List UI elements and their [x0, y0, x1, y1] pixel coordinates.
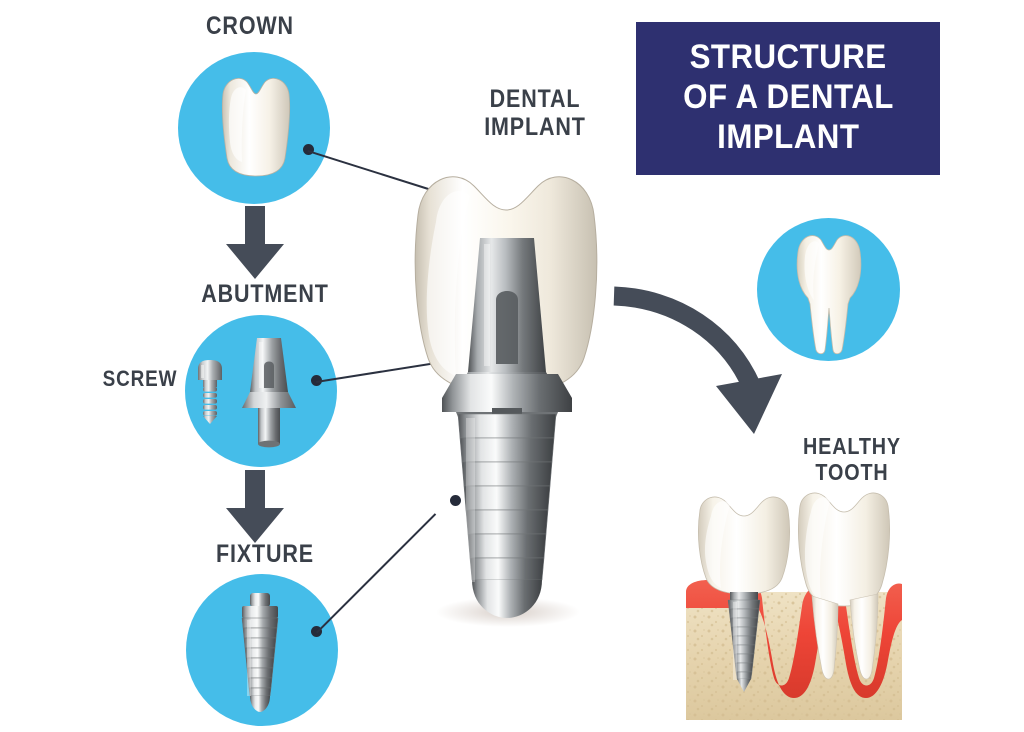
leader-dot-fixture-start — [311, 626, 322, 637]
title-line-2: OF A DENTAL — [682, 77, 894, 116]
title-block: STRUCTURE OF A DENTAL IMPLANT — [636, 22, 940, 175]
label-healthy-tooth-line1: HEALTHY — [803, 433, 901, 459]
small-screw-icon — [198, 360, 222, 424]
assembled-dental-implant-illustration — [414, 176, 598, 627]
label-crown: CROWN — [206, 12, 294, 40]
title-line-1: STRUCTURE — [689, 37, 887, 76]
healthy-tooth-and-implant-in-bone-illustration — [686, 492, 902, 720]
label-healthy-tooth-line2: TOOTH — [815, 458, 889, 485]
label-dental-implant: DENTAL IMPLANT — [458, 85, 613, 141]
abutment-post-icon — [242, 338, 296, 448]
label-screw: SCREW — [102, 366, 178, 391]
leader-dot-abutment-start — [311, 375, 322, 386]
arrow-crown-to-abutment — [226, 206, 284, 279]
leader-dot-crown-start — [303, 144, 314, 155]
threaded-fixture-icon — [241, 593, 279, 712]
molar-tooth-circle-illustration — [796, 235, 862, 355]
arrow-abutment-to-fixture — [226, 470, 284, 543]
label-healthy-tooth: HEALTHY TOOTH — [783, 433, 921, 486]
label-abutment: ABUTMENT — [201, 280, 329, 308]
curved-transition-arrow — [613, 286, 782, 434]
title-line-3: IMPLANT — [716, 117, 860, 156]
leader-dot-fixture-end — [450, 495, 461, 506]
label-dental-implant-line2: IMPLANT — [484, 113, 586, 141]
label-fixture: FIXTURE — [215, 540, 314, 568]
crown-tooth-icon — [221, 78, 291, 177]
label-dental-implant-line1: DENTAL — [489, 85, 581, 113]
